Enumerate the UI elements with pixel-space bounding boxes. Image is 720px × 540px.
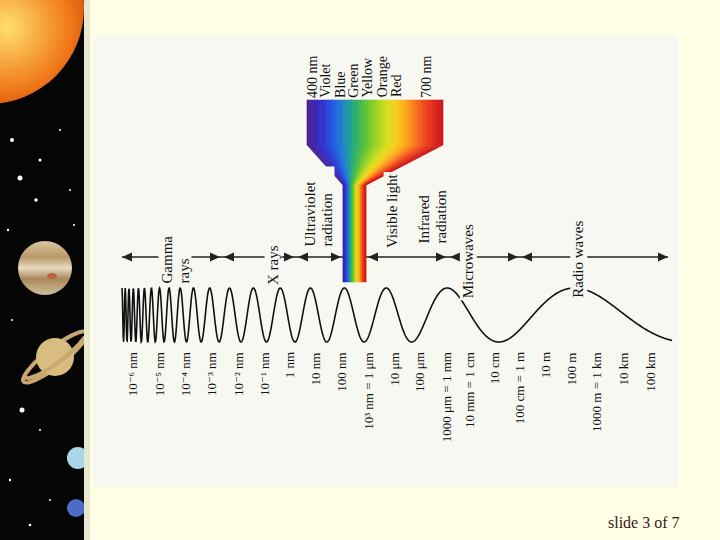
scale-label: 10⁻⁵ nm: [153, 352, 167, 396]
arrow-head: [224, 253, 234, 262]
scale-label: 10³ nm = 1 μm: [361, 352, 375, 429]
scale-label: 10 μm: [387, 352, 401, 385]
scale-label: 100 m: [565, 352, 579, 385]
spectrum-strip: [361, 100, 416, 282]
scale-label: 100 nm: [334, 352, 348, 391]
scale-label: 10 nm: [309, 352, 323, 385]
color-label: Red: [388, 74, 403, 97]
color-label: 400 nm: [305, 55, 320, 97]
strip-edge: [84, 0, 90, 540]
arrow-head: [658, 253, 668, 262]
solar-system-strip: [0, 0, 84, 540]
stars: [7, 129, 75, 526]
scale-label: 10⁻⁴ nm: [179, 352, 193, 396]
spectrum-strip: [360, 100, 411, 282]
color-label: Yellow: [360, 57, 375, 97]
scale-label: 1000 μm = 1 mm: [440, 352, 454, 442]
scale-label: 10⁻³ nm: [205, 352, 219, 396]
color-label: Blue: [333, 71, 348, 97]
color-label: Violet: [318, 63, 333, 97]
spectrum-strip: [361, 100, 418, 282]
spectrum-strip: [362, 100, 422, 282]
color-label: Orange: [374, 56, 389, 97]
scale-label: 100 μm: [413, 352, 427, 392]
scale-label: 10⁻² nm: [232, 352, 246, 396]
spectrum-strip: [361, 100, 414, 282]
scale-label: 100 cm = 1 m: [513, 352, 527, 424]
color-label: 700 nm: [419, 55, 434, 97]
scale-label: 10 km: [617, 352, 631, 385]
band-label: Radio waves: [570, 219, 587, 300]
arrow-head: [508, 253, 518, 262]
arrow-head: [450, 253, 460, 262]
scale-label: 10 cm: [488, 352, 502, 384]
arrow-head: [210, 253, 220, 262]
wave-line: [122, 288, 672, 342]
neptune: [67, 499, 84, 517]
scale-label: 10 mm = 1 cm: [463, 352, 477, 428]
figure-panel: [93, 35, 678, 487]
uranus: [67, 447, 84, 469]
arrow-head: [331, 253, 341, 262]
band-label: Gamma rays: [159, 229, 192, 285]
scale-label: 1 nm: [283, 352, 297, 378]
wave-illustration: [122, 288, 672, 342]
slide-number: slide 3 of 7: [608, 514, 680, 532]
sun: [0, 0, 84, 104]
spectrum-strip: [360, 100, 409, 282]
color-label: Green: [346, 63, 361, 97]
band-label: Infrared radiation: [416, 175, 449, 245]
scale-label: 100 km: [643, 352, 657, 391]
band-label: Ultraviolet radiation: [302, 166, 335, 248]
spectrum-strip: [359, 100, 406, 282]
band-label: X rays: [265, 243, 282, 287]
arrow-head: [122, 253, 132, 262]
band-label: Visible light: [384, 172, 401, 250]
spectrum-strip: [343, 100, 349, 282]
jupiter: [18, 241, 72, 295]
band-label: Microwaves: [460, 222, 477, 300]
spectrum-strip: [346, 100, 350, 282]
scale-label: 1000 m = 1 km: [590, 352, 604, 432]
saturn: [18, 325, 84, 388]
scale-label: 10 m: [539, 352, 553, 378]
scale-label: 10⁻¹ nm: [258, 352, 272, 396]
spectrum-strip: [362, 100, 421, 282]
arrow-head: [368, 253, 378, 262]
arrow-head: [284, 253, 294, 262]
scale-label: 10⁻⁶ nm: [126, 352, 140, 396]
arrow-head: [298, 253, 308, 262]
arrow-head: [436, 253, 446, 262]
arrow-head: [522, 253, 532, 262]
